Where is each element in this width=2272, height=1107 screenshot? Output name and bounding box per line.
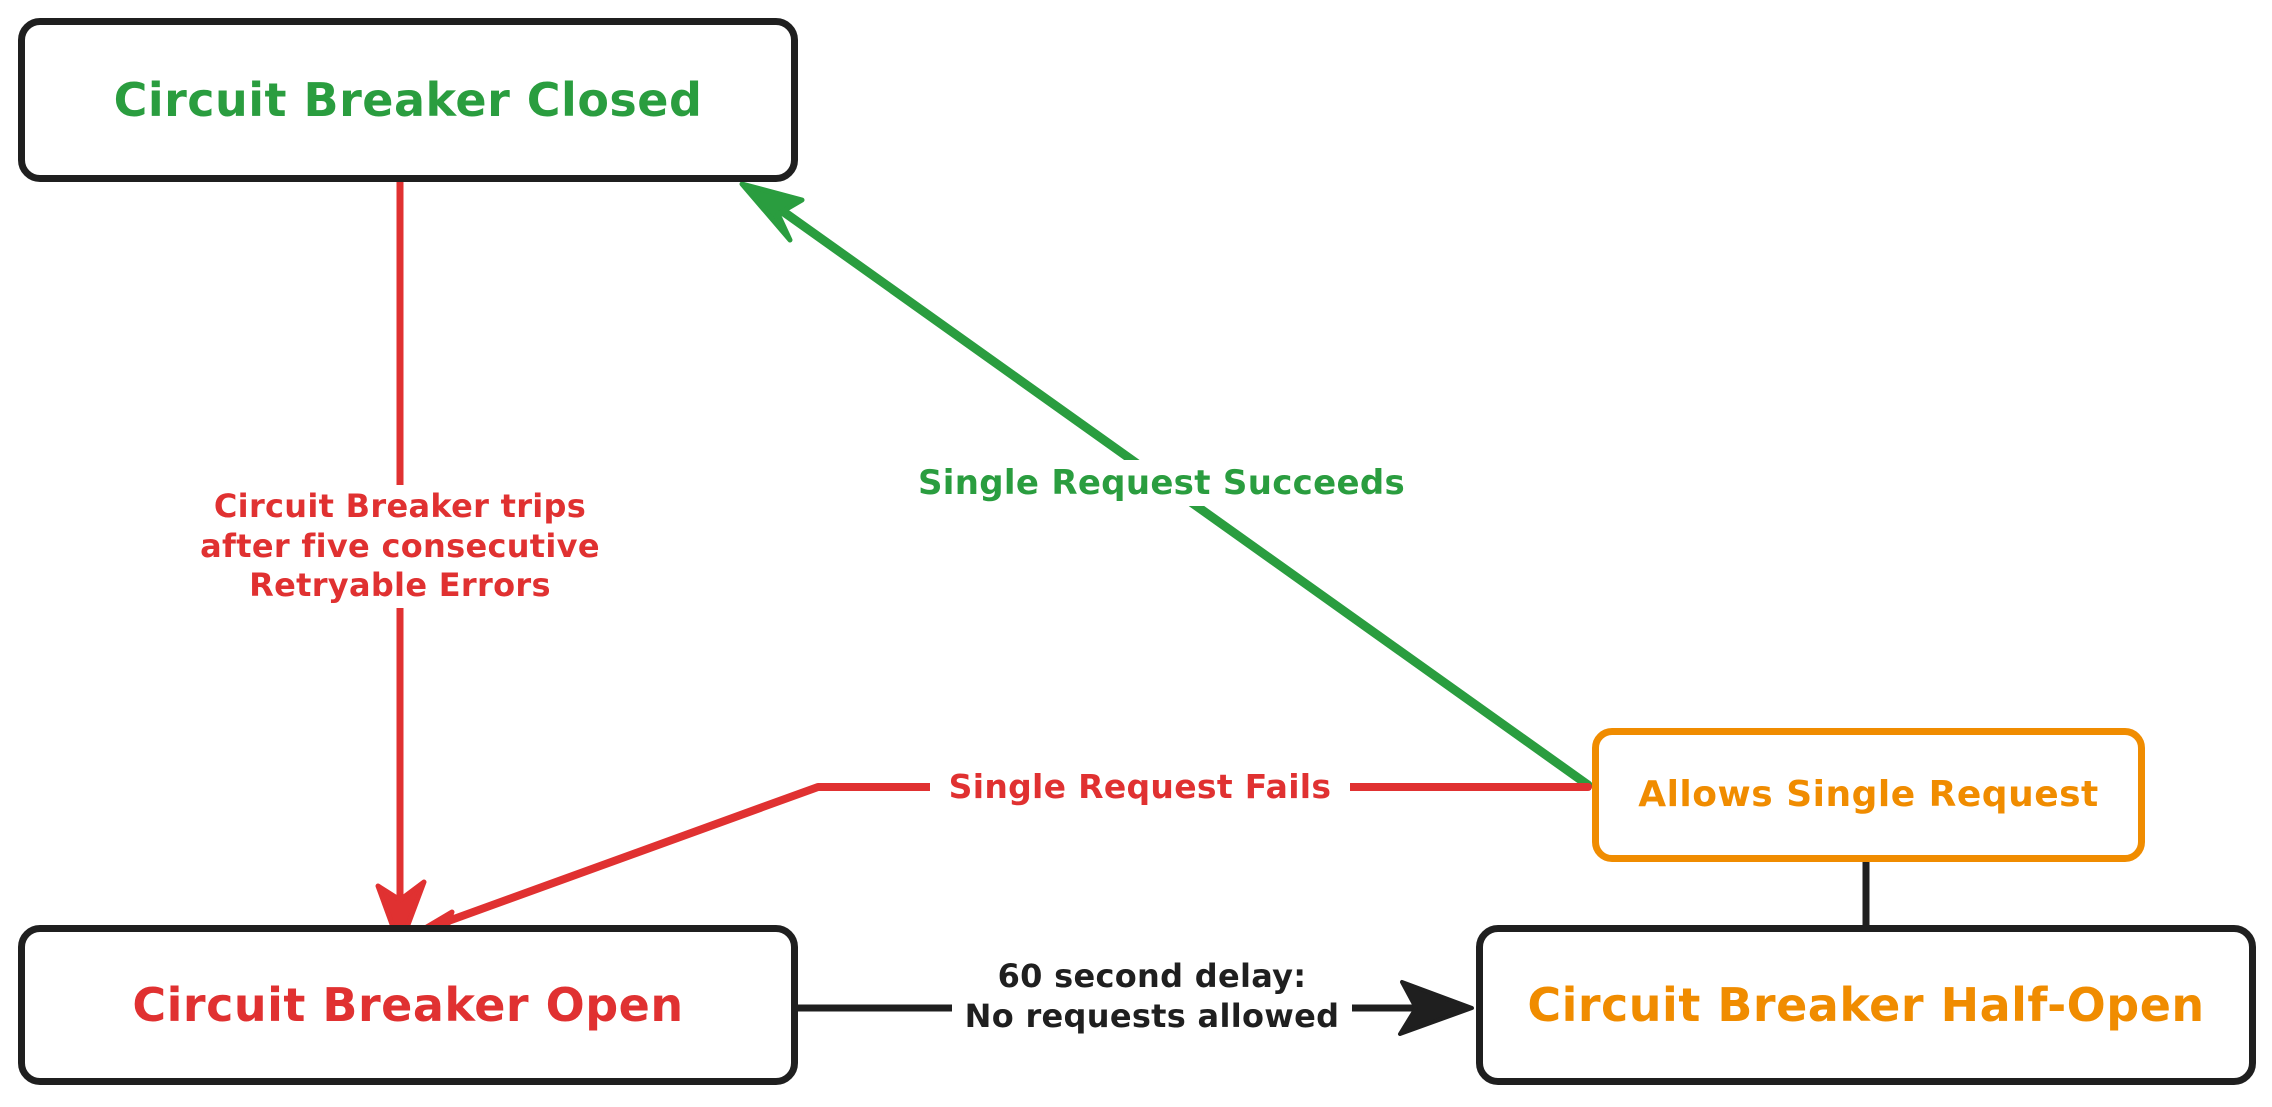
edge-label-trips-line-2: after five consecutive (200, 526, 600, 565)
node-allows-single-request[interactable]: Allows Single Request (1592, 728, 2145, 862)
node-circuit-breaker-half-open-label: Circuit Breaker Half-Open (1527, 978, 2205, 1032)
node-circuit-breaker-closed[interactable]: Circuit Breaker Closed (18, 18, 798, 182)
edge-label-single-request-succeeds: Single Request Succeeds (910, 460, 1410, 507)
edge-label-fails-text: Single Request Fails (948, 767, 1332, 806)
node-circuit-breaker-open-label: Circuit Breaker Open (132, 978, 684, 1032)
edge-60-second-delay (798, 980, 1474, 1036)
edge-label-trips-line-1: Circuit Breaker trips (213, 487, 587, 525)
node-circuit-breaker-half-open[interactable]: Circuit Breaker Half-Open (1476, 925, 2256, 1085)
edge-label-60-second-delay: 60 second delay: No requests allowed (952, 955, 1352, 1039)
node-allows-single-request-label: Allows Single Request (1638, 774, 2099, 815)
edge-single-request-fails (395, 783, 1592, 949)
edge-label-single-request-fails: Single Request Fails (930, 765, 1350, 810)
edge-label-delay-line-2: No requests allowed (964, 996, 1340, 1035)
edge-label-circuit-breaker-trips: Circuit Breaker trips after five consecu… (170, 485, 630, 609)
edge-label-delay-line-1: 60 second delay: (997, 957, 1307, 995)
edge-label-trips-line-3: Retryable Errors (249, 566, 551, 605)
edge-label-succeeds-text: Single Request Succeeds (918, 463, 1406, 503)
node-circuit-breaker-open[interactable]: Circuit Breaker Open (18, 925, 798, 1085)
node-circuit-breaker-closed-label: Circuit Breaker Closed (113, 73, 703, 127)
